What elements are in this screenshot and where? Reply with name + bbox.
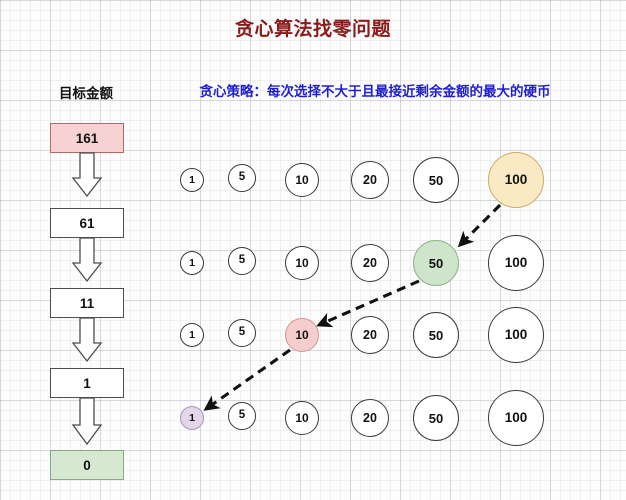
coin-r4-20[interactable]: 20 bbox=[351, 399, 389, 437]
coin-r3-50[interactable]: 50 bbox=[413, 312, 459, 358]
coin-r1-100-selected[interactable]: 100 bbox=[488, 152, 544, 208]
flow-arrow-61-11 bbox=[71, 237, 103, 283]
coin-r2-50-selected[interactable]: 50 bbox=[413, 240, 459, 286]
selection-arrow-100-to-50 bbox=[457, 203, 502, 248]
amount-box-61: 61 bbox=[50, 208, 124, 238]
coin-r2-100[interactable]: 100 bbox=[488, 235, 544, 291]
selection-arrow-10-to-1 bbox=[203, 348, 291, 411]
flow-arrow-161-61 bbox=[71, 152, 103, 198]
amount-box-161: 161 bbox=[50, 123, 124, 153]
amount-box-1: 1 bbox=[50, 368, 124, 398]
flow-arrow-11-1 bbox=[71, 317, 103, 363]
coin-r1-50[interactable]: 50 bbox=[413, 157, 459, 203]
coin-r2-20[interactable]: 20 bbox=[351, 244, 389, 282]
coin-r3-10-selected[interactable]: 10 bbox=[285, 318, 319, 352]
coin-r3-5[interactable]: 5 bbox=[228, 319, 256, 347]
page-title: 贪心算法找零问题 bbox=[234, 19, 391, 40]
coin-r1-20[interactable]: 20 bbox=[351, 161, 389, 199]
coin-r2-10[interactable]: 10 bbox=[285, 246, 319, 280]
coin-r4-100[interactable]: 100 bbox=[488, 390, 544, 446]
amount-box-0: 0 bbox=[50, 450, 124, 480]
left-column-header: 目标金额 bbox=[59, 86, 113, 101]
coin-r2-1[interactable]: 1 bbox=[180, 251, 204, 275]
coin-r1-10[interactable]: 10 bbox=[285, 163, 319, 197]
flow-arrow-1-0 bbox=[71, 397, 103, 446]
coin-r4-50[interactable]: 50 bbox=[413, 395, 459, 441]
coin-r1-1[interactable]: 1 bbox=[180, 168, 204, 192]
amount-box-11: 11 bbox=[50, 288, 124, 318]
coin-r3-100[interactable]: 100 bbox=[488, 307, 544, 363]
strategy-subtitle: 贪心策略：每次选择不大于且最接近剩余金额的最大的硬币 bbox=[199, 84, 551, 99]
coin-r1-5[interactable]: 5 bbox=[228, 164, 256, 192]
coin-r4-1-selected[interactable]: 1 bbox=[180, 406, 204, 430]
coin-r3-1[interactable]: 1 bbox=[180, 323, 204, 347]
coin-r3-20[interactable]: 20 bbox=[351, 316, 389, 354]
coin-r4-5[interactable]: 5 bbox=[228, 402, 256, 430]
coin-r4-10[interactable]: 10 bbox=[285, 401, 319, 435]
coin-r2-5[interactable]: 5 bbox=[228, 247, 256, 275]
